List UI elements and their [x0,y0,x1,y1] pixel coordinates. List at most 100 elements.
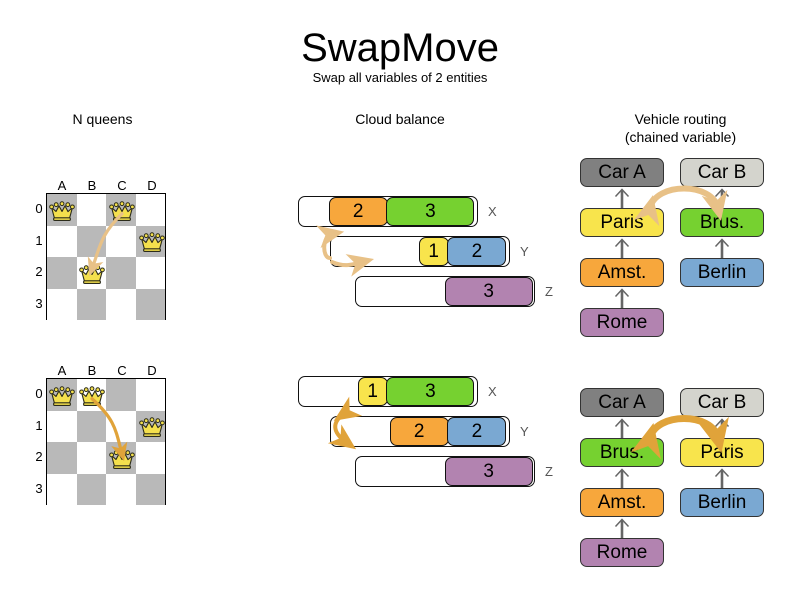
board-cell-C0[interactable] [106,379,136,411]
process-3-on-Z[interactable]: 3 [444,277,533,306]
process-1-on-Y[interactable]: 1 [418,237,449,266]
board-cell-B3[interactable] [76,288,106,320]
row-header-1: 1 [35,417,43,433]
process-3-on-X[interactable]: 3 [386,377,475,406]
board-cell-D0[interactable] [135,194,165,226]
board-cell-B0[interactable] [76,194,106,226]
chain-arrow-icon [614,188,630,208]
row-header-0: 0 [35,386,43,401]
board-cell-D3[interactable] [135,288,165,320]
row-header-2: 2 [35,264,43,279]
computer-bar-Z[interactable]: 3 [355,456,535,487]
column-header-A: A [57,178,67,193]
board-cell-A1[interactable] [47,410,77,442]
process-2-on-Y[interactable]: 2 [447,417,507,446]
chain-arrow-icon [614,288,630,308]
stop-berlin-after[interactable]: Berlin [680,488,764,517]
board-cell-B2[interactable] [76,442,106,474]
board-cell-D2[interactable] [135,257,165,289]
board-cell-C1[interactable] [106,225,136,257]
vehicle-car-a-after[interactable]: Car A [580,388,664,417]
vrp-heading-line2: (chained variable) [624,129,737,145]
queen-D1[interactable] [139,416,165,438]
queen-icon [139,417,165,438]
chessboard-before[interactable] [46,193,166,320]
queen-A0[interactable] [49,199,75,221]
board-cell-D2[interactable] [135,442,165,474]
cloud-swap-arrow-after [327,396,363,450]
board-row-headers: 0 1 2 3 [32,193,46,320]
column-header-C: C [117,178,127,193]
board-cell-A3[interactable] [47,473,77,505]
chain-arrow-icon [614,238,630,258]
computer-label-Y: Y [520,244,529,259]
board-cell-C2[interactable] [106,257,136,289]
row-header-0: 0 [35,201,43,216]
process-2-on-Y[interactable]: 2 [389,417,449,446]
process-3-on-Z[interactable]: 3 [444,457,533,486]
chain-arrow-icon [714,468,730,488]
board-cell-A2[interactable] [47,257,77,289]
queen-icon [139,232,165,253]
chessboard-after[interactable] [46,378,166,505]
stop-rome-after[interactable]: Rome [580,538,664,567]
board-cell-C1[interactable] [106,410,136,442]
stop-amst-before[interactable]: Amst. [580,258,664,287]
chain-arrow-icon [614,518,630,538]
board-cell-C3[interactable] [106,288,136,320]
vehicle-car-b-before[interactable]: Car B [680,158,764,187]
section-title-vehicle-routing: Vehicle routing (chained variable) [578,110,783,146]
vehicle-car-b-after[interactable]: Car B [680,388,764,417]
section-title-cloud-balance: Cloud balance [355,111,445,127]
computer-label-Y: Y [520,424,529,439]
vrp-swap-arrow-before [633,185,728,227]
nqueens-before: A B C D 0 1 2 3 [32,178,167,320]
process-2-on-X[interactable]: 2 [328,197,388,226]
chain-arrow-icon [614,468,630,488]
section-title-nqueens: N queens [72,111,133,127]
computer-label-X: X [488,204,497,219]
computer-label-Z: Z [545,284,553,299]
page-title: SwapMove [301,26,499,70]
board-cell-A3[interactable] [47,288,77,320]
chain-arrow-icon [614,418,630,438]
stop-rome-before[interactable]: Rome [580,308,664,337]
queen-A0[interactable] [49,384,75,406]
board-row [47,473,165,505]
queen-D1[interactable] [139,231,165,253]
vehicle-car-a-before[interactable]: Car A [580,158,664,187]
row-header-1: 1 [35,232,43,248]
queen-C0[interactable] [109,199,135,221]
column-header-D: D [147,178,157,193]
column-header-C: C [117,363,127,378]
board-cell-C3[interactable] [106,473,136,505]
vrp-heading-line1: Vehicle routing [634,111,727,127]
board-cell-D3[interactable] [135,473,165,505]
board-cell-A1[interactable] [47,225,77,257]
board-cell-B3[interactable] [76,473,106,505]
column-header-D: D [147,363,157,378]
row-header-3: 3 [35,295,43,311]
board-row [47,410,165,442]
process-2-on-Y[interactable]: 2 [447,237,507,266]
board-cell-D0[interactable] [135,379,165,411]
stop-berlin-before[interactable]: Berlin [680,258,764,287]
queen-icon [49,200,75,221]
board-row [47,288,165,320]
computer-label-Z: Z [545,464,553,479]
column-header-B: B [87,178,97,193]
queen-icon [49,385,75,406]
board-cell-A2[interactable] [47,442,77,474]
computer-bar-Z[interactable]: 3 [355,276,535,307]
stop-amst-after[interactable]: Amst. [580,488,664,517]
computer-free-capacity [356,277,446,306]
process-3-on-X[interactable]: 3 [386,197,475,226]
column-header-B: B [87,363,97,378]
board-cell-B1[interactable] [76,410,106,442]
